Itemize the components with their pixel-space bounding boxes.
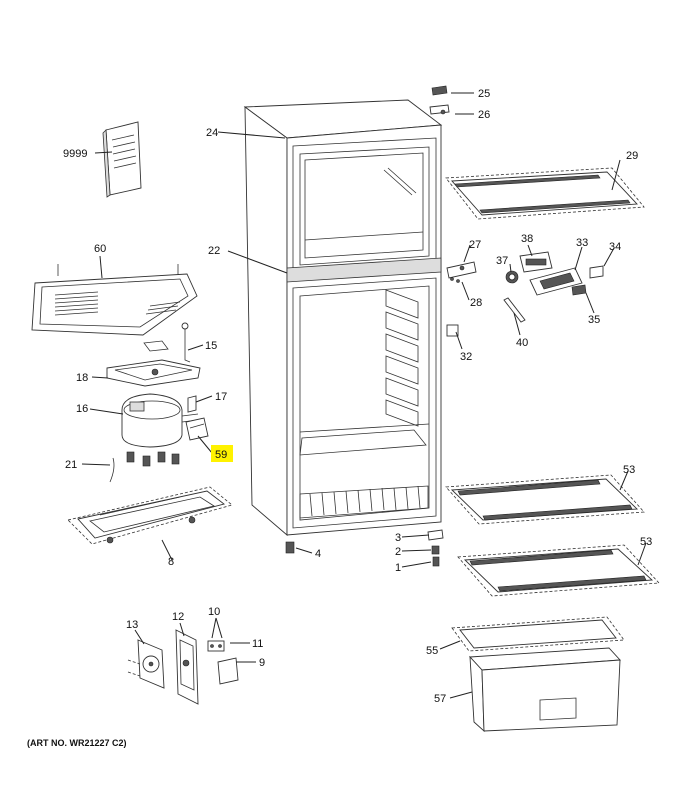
callout-2: 2 xyxy=(395,546,401,558)
callout-12: 12 xyxy=(172,611,184,623)
callout-35: 35 xyxy=(588,314,600,326)
callout-22: 22 xyxy=(208,245,220,257)
compressor-part xyxy=(121,393,199,467)
callout-11: 11 xyxy=(252,638,263,650)
callout-9999: 9999 xyxy=(63,148,87,160)
callout-53-lower: 53 xyxy=(640,536,652,548)
light-switch-part xyxy=(207,640,239,685)
leader-lines xyxy=(81,92,647,699)
drain-tube-part xyxy=(143,322,191,363)
top-hinge-part xyxy=(429,85,450,115)
callout-40: 40 xyxy=(516,337,528,349)
highlight-59 xyxy=(211,445,233,462)
callout-15: 15 xyxy=(205,340,217,352)
relay-overload-part xyxy=(185,395,209,441)
callout-27: 27 xyxy=(469,239,481,251)
owner-manual-part xyxy=(102,121,142,198)
callout-4: 4 xyxy=(315,548,321,560)
cabinet-top-cover-part xyxy=(31,264,198,336)
callout-37: 37 xyxy=(496,255,508,267)
leveling-feet-part xyxy=(285,529,444,567)
callout-labels: 1 2 3 4 8 9 10 11 12 13 15 16 17 18 21 2… xyxy=(63,88,652,705)
callout-25: 25 xyxy=(478,88,490,100)
glass-shelf-part-2 xyxy=(457,544,660,597)
art-number-caption: (ART NO. WR21227 C2) xyxy=(27,738,127,748)
freezer-shelf-part xyxy=(445,167,645,220)
callout-24: 24 xyxy=(206,127,218,139)
callout-18: 18 xyxy=(76,372,88,384)
callout-10: 10 xyxy=(208,606,220,618)
crisper-cover-part xyxy=(451,616,625,652)
callout-34: 34 xyxy=(609,241,621,253)
callout-55: 55 xyxy=(426,645,438,657)
callout-1: 1 xyxy=(395,562,401,574)
callout-32: 32 xyxy=(460,351,472,363)
glass-shelf-part xyxy=(445,474,645,525)
callout-17: 17 xyxy=(215,391,227,403)
callout-59: 59 xyxy=(215,449,227,461)
refrigerator-cabinet xyxy=(243,99,443,536)
control-housing-part xyxy=(175,629,199,705)
callout-53-upper: 53 xyxy=(623,464,635,476)
callout-26: 26 xyxy=(478,109,490,121)
shelf-rails xyxy=(385,289,419,427)
callout-8: 8 xyxy=(168,556,174,568)
control-knob-part xyxy=(127,639,165,689)
control-parts xyxy=(446,251,604,337)
callout-29: 29 xyxy=(626,150,638,162)
callout-33: 33 xyxy=(576,237,588,249)
callout-38: 38 xyxy=(521,233,533,245)
callout-16: 16 xyxy=(76,403,88,415)
callout-9: 9 xyxy=(259,657,265,669)
wire-part xyxy=(109,457,115,483)
base-frame-part xyxy=(67,486,233,545)
crisper-drawer-part xyxy=(469,647,621,733)
callout-21: 21 xyxy=(65,459,77,471)
callout-13: 13 xyxy=(126,619,138,631)
compressor-tray-part xyxy=(106,359,201,387)
callout-3: 3 xyxy=(395,532,401,544)
callout-28: 28 xyxy=(470,297,482,309)
callout-57: 57 xyxy=(434,693,446,705)
callout-60: 60 xyxy=(94,243,106,255)
